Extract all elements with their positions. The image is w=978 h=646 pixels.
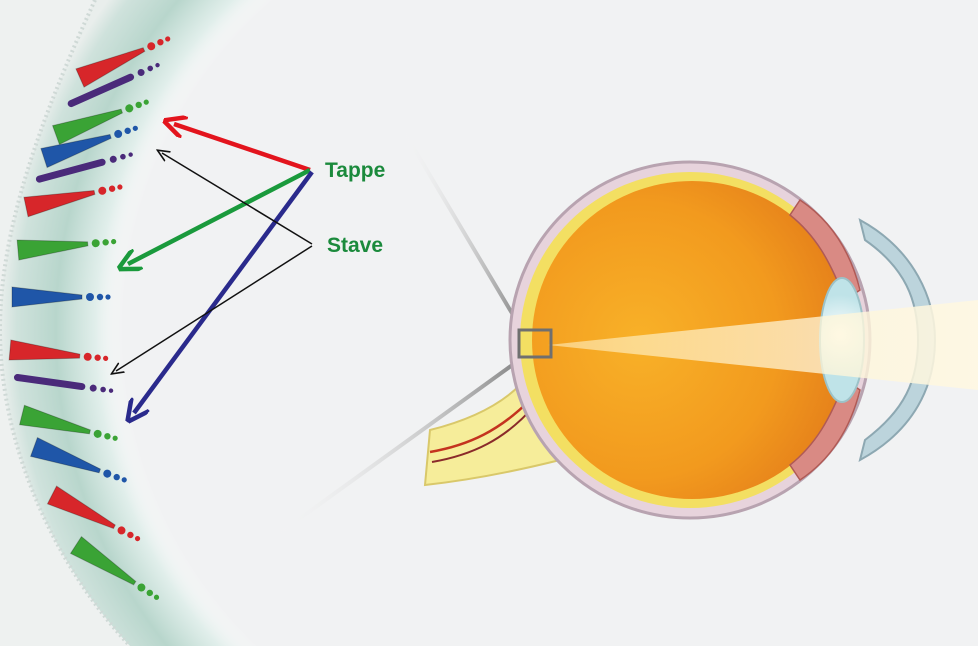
eyeball-cross-section xyxy=(425,162,978,518)
cone-inner-segment xyxy=(105,294,110,299)
zoom-line-top xyxy=(400,125,522,330)
cone-label: Tappe xyxy=(325,160,385,181)
cone-inner-segment xyxy=(86,293,94,301)
cone-inner-segment xyxy=(97,294,103,300)
rod-label: Stave xyxy=(327,235,383,256)
retina-enlargement xyxy=(0,0,330,646)
